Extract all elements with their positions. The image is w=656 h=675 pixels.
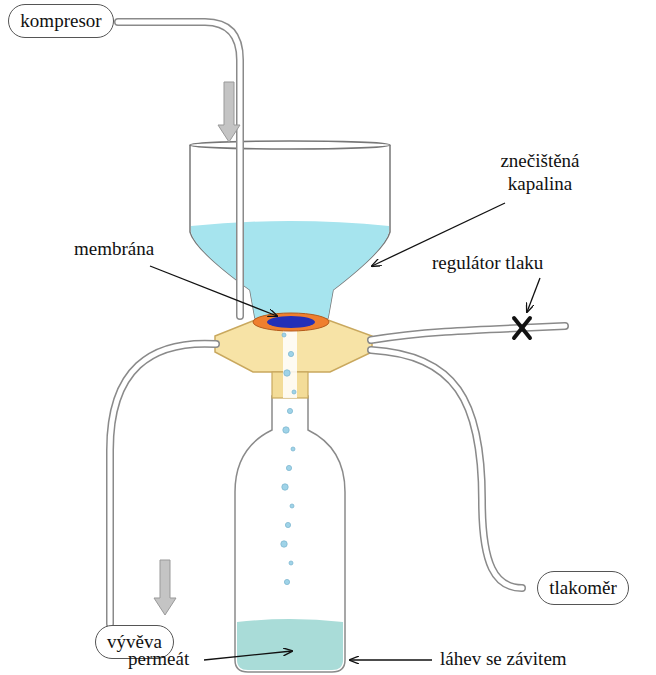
permeate-label: permeát [128,648,189,671]
liquid-label: znečištěná kapalina [475,150,605,196]
flow-arrow [218,82,240,142]
device-box: kompresor [8,4,114,38]
permeate-liquid [237,619,343,670]
box-label: tlakoměr [549,577,617,599]
membrane [267,316,315,328]
device-box: tlakoměr [537,571,629,605]
funnel-rim [190,141,390,149]
funnel [190,145,390,318]
membrane-label: membrána [74,238,154,261]
permeate-channel [283,326,297,398]
drops [281,333,296,585]
bottle-label: láhev se závitem [440,648,567,671]
box-label: kompresor [20,10,101,32]
bottle [235,396,345,672]
flow-arrow [154,560,176,615]
seal-ring [253,313,329,331]
contaminated-liquid [191,221,389,318]
regulator-label: regulátor tlaku [432,252,543,275]
tubes [110,22,565,624]
pressure-regulator [514,318,530,338]
